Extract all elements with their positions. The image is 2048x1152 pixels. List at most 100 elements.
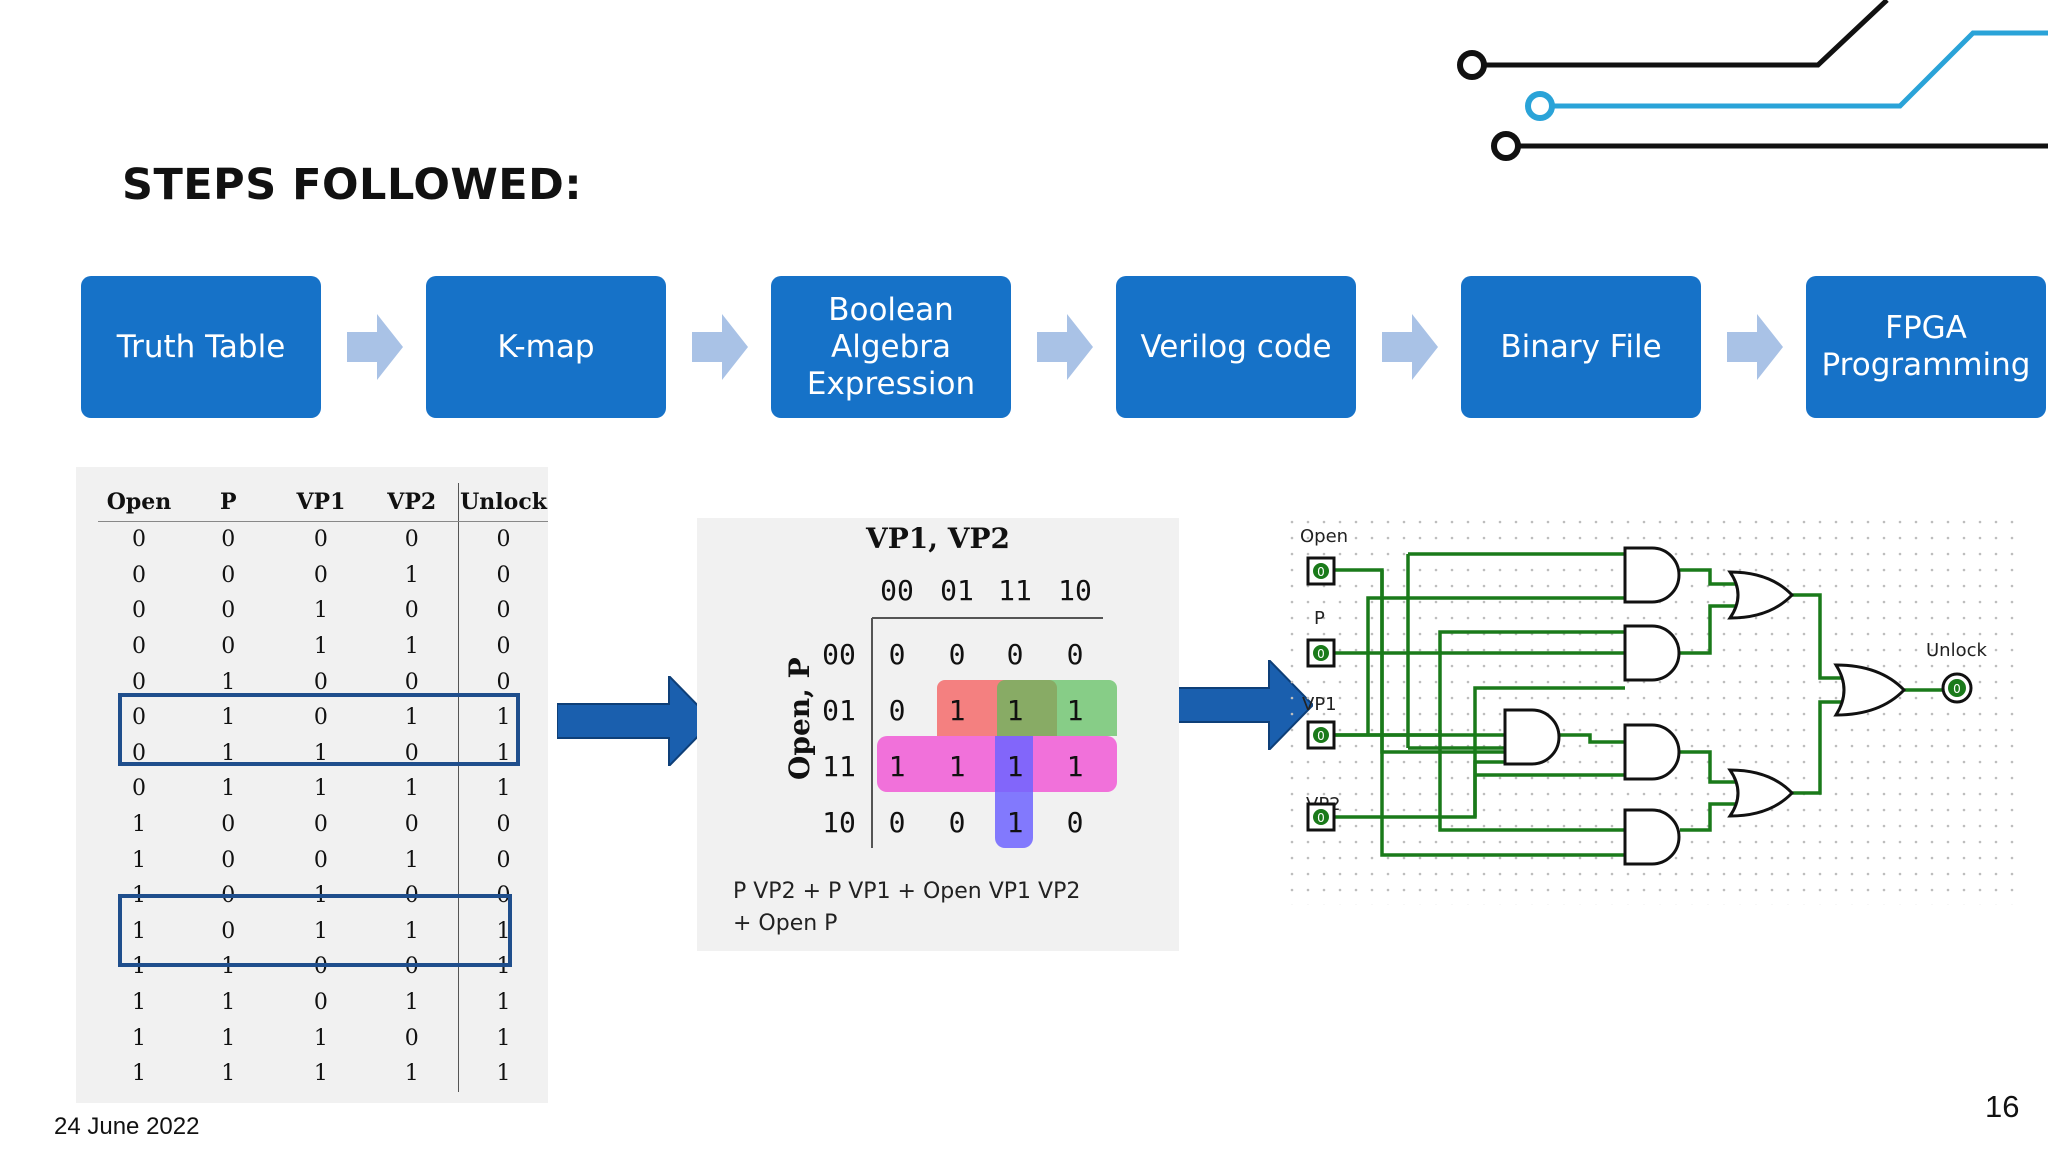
circuit-input-label: Open	[1300, 526, 1348, 547]
tt-cell: 1	[131, 812, 146, 838]
tt-cell: 0	[313, 812, 328, 838]
tt-cell: 0	[131, 527, 146, 553]
tt-cell: 1	[313, 1061, 328, 1087]
circuit-output-label: Unlock	[1926, 640, 1987, 661]
kmap-cell: 1	[1066, 694, 1084, 727]
tt-cell: 1	[221, 1061, 236, 1087]
tt-cell: 0	[221, 812, 236, 838]
tt-cell: 0	[221, 847, 236, 873]
tt-cell: 0	[221, 527, 236, 553]
tt-cell: 1	[313, 598, 328, 624]
tt-cell: 1	[221, 705, 236, 731]
tt-cell: 0	[458, 806, 548, 843]
tt-cell: 0	[458, 842, 548, 878]
tt-cell: 1	[404, 562, 419, 588]
kmap-row-label: 01	[822, 694, 856, 727]
tt-cell: 1	[131, 918, 146, 944]
kmap-cell: 1	[1006, 694, 1024, 727]
boolean-expression: P VP2 + P VP1 + Open VP1 VP2 + Open P	[733, 879, 1081, 936]
kmap-col-label: 11	[998, 574, 1032, 607]
right-arrow-icon	[1727, 314, 1783, 380]
table-row: 1 0 0 0 0	[98, 806, 548, 843]
highlight-box	[118, 894, 512, 967]
tt-cell: 1	[458, 699, 548, 736]
tt-cell: 0	[458, 521, 548, 558]
page-number: 16	[1985, 1089, 2020, 1124]
step-verilog-code: Verilog code	[1116, 276, 1356, 418]
kmap-cell: 0	[1066, 638, 1084, 671]
tt-cell: 0	[404, 812, 419, 838]
tt-cell: 0	[131, 776, 146, 802]
kmap-col-label: 01	[940, 574, 974, 607]
tt-cell: 0	[404, 740, 419, 766]
tt-cell: 0	[221, 634, 236, 660]
tt-cell: 1	[131, 1025, 146, 1051]
tt-cell: 0	[313, 669, 328, 695]
kmap-cell: 0	[888, 694, 906, 727]
tt-cell: 1	[313, 740, 328, 766]
tt-cell: 1	[221, 669, 236, 695]
kmap-cell: 0	[948, 806, 966, 839]
footer-date: 24 June 2022	[54, 1113, 200, 1140]
kmap-cell: 1	[1066, 750, 1084, 783]
kmap-group-open-vp1-vp2	[995, 736, 1033, 848]
tt-cell: 1	[313, 634, 328, 660]
tt-header: VP2	[365, 483, 459, 522]
pin-value: 0	[1317, 811, 1325, 825]
circuit-wires	[1335, 552, 1942, 857]
kmap-row-label: 10	[822, 806, 856, 839]
tt-cell: 1	[131, 1061, 146, 1087]
tt-cell: 0	[131, 598, 146, 624]
tt-cell: 1	[458, 1055, 548, 1092]
tt-cell: 1	[131, 990, 146, 1016]
step-boolean-expression: Boolean Algebra Expression	[771, 276, 1011, 418]
right-arrow-icon	[347, 314, 403, 380]
kmap-cell: 1	[948, 694, 966, 727]
kmap-cell: 1	[948, 750, 966, 783]
tt-cell: 1	[221, 776, 236, 802]
tt-cell: 0	[458, 557, 548, 594]
kmap-row-label: 00	[822, 638, 856, 671]
right-arrow-icon	[1382, 314, 1438, 380]
kmap-column-variables: VP1, VP2	[865, 522, 1011, 555]
tt-cell: 1	[404, 847, 419, 873]
kmap-cell: 0	[1066, 806, 1084, 839]
circuit-input-label: P	[1314, 608, 1325, 629]
tt-cell: 0	[131, 562, 146, 588]
tt-cell: 1	[221, 740, 236, 766]
tt-header: Open	[98, 483, 180, 522]
tt-cell: 1	[458, 771, 548, 807]
tt-cell: 0	[404, 527, 419, 553]
tt-cell: 0	[458, 593, 548, 629]
kmap-cell: 1	[888, 750, 906, 783]
tt-cell: 1	[221, 1025, 236, 1051]
kmap-cell: 0	[948, 638, 966, 671]
tt-header: P	[179, 483, 277, 522]
kmap-cell: 0	[888, 806, 906, 839]
kmap-cell: 0	[888, 638, 906, 671]
highlight-box	[118, 693, 520, 766]
big-right-arrow-icon	[557, 676, 713, 766]
tt-cell: 1	[313, 1025, 328, 1051]
kmap-grid-lines	[871, 617, 1103, 848]
kmap-cell: 1	[1006, 750, 1024, 783]
output-value: 0	[1953, 682, 1961, 696]
step-binary-file: Binary File	[1461, 276, 1701, 418]
decorative-circuit-lines	[1457, 0, 2048, 161]
tt-cell: 1	[313, 918, 328, 944]
tt-cell: 0	[131, 669, 146, 695]
step-kmap: K-map	[426, 276, 666, 418]
input-pins: Open 0 P 0 VP1 0 VP2 0	[1300, 526, 1348, 832]
